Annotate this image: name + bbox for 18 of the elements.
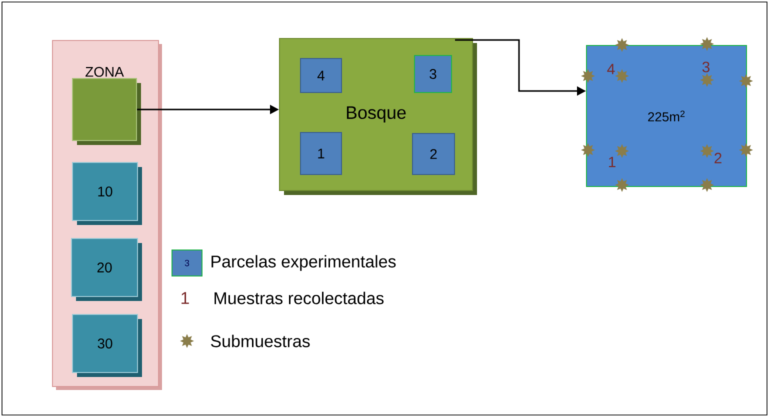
legend-text: Parcelas experimentales: [212, 255, 396, 271]
plot-square: 3: [414, 55, 452, 93]
sample-number: 1: [608, 156, 616, 168]
sample-number: 3: [702, 62, 710, 72]
legend-sample: 3: [172, 250, 202, 276]
zone-square: 10: [72, 162, 142, 225]
zone-square: 30: [72, 314, 142, 377]
plot-square: 4: [300, 58, 342, 93]
zone-square: 20: [71, 238, 142, 301]
sample-number: 2: [714, 152, 722, 164]
node-label: ZONA: [86, 66, 124, 77]
legend-text: Submuestras: [210, 334, 310, 348]
sample-number: 4: [607, 64, 615, 74]
legend-text: Muestras recolectadas: [214, 292, 384, 304]
plot-square: 1: [300, 132, 342, 175]
plot-square: 2: [412, 133, 455, 175]
zone-square: ZONA: [72, 66, 141, 145]
sample-number: 1: [182, 292, 189, 304]
